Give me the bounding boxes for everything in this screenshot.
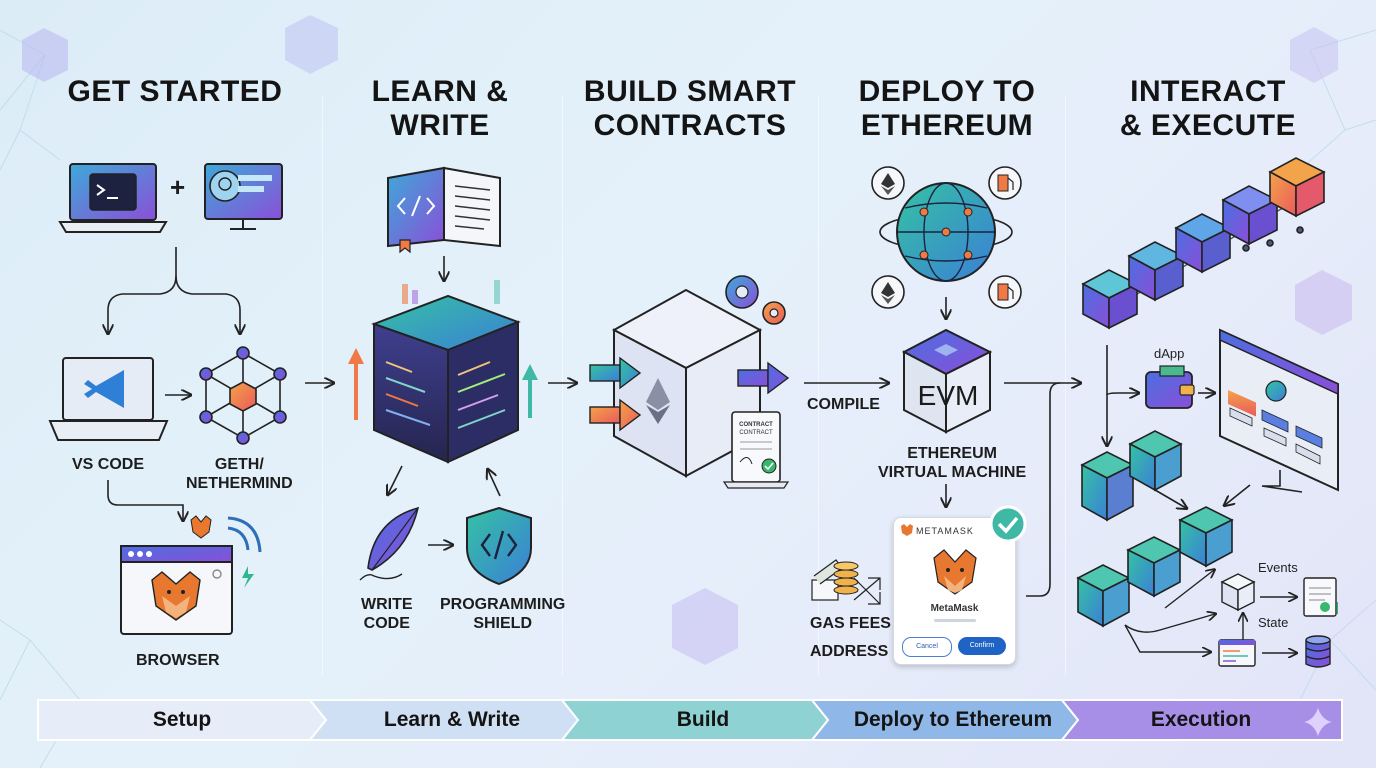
check-badge-icon (989, 505, 1027, 543)
title-learn-write-line1: LEARN & (371, 75, 509, 108)
eth-coin-top-left-icon (871, 166, 905, 200)
title-build-smart-contracts: BUILD SMART CONTRACTS (570, 75, 810, 143)
dapp-label: dApp (1154, 346, 1185, 361)
contract-doc-title: CONTRACT (739, 422, 773, 428)
evm-full-line1: ETHEREUM (907, 445, 997, 462)
shield-label-line2: SHIELD (473, 615, 532, 632)
timeline-deploy: Deploy to Ethereum (853, 708, 1053, 731)
dapp-monitor-icon (1219, 328, 1339, 493)
divider-2 (562, 95, 563, 675)
write-code-line2: CODE (363, 615, 410, 632)
title-learn-write-line2: WRITE (390, 109, 490, 142)
timeline-build: Build (676, 708, 730, 731)
lightning-icon (242, 566, 254, 588)
database-icon (1305, 635, 1331, 668)
title-get-started: GET STARTED (67, 75, 283, 108)
title-deploy-line2: ETHEREUM (860, 109, 1034, 142)
title-deploy-line1: DEPLOY TO (858, 75, 1036, 108)
events-document-icon (1303, 577, 1338, 617)
gas-fees-label: GAS FEES (810, 615, 891, 632)
metamask-header: METAMASK (916, 526, 974, 536)
evm-label: EVM (918, 380, 979, 411)
events-label: Events (1258, 560, 1298, 575)
sparkle-icon (1304, 708, 1332, 736)
blockchain-chain-top (1081, 157, 1326, 330)
metamask-divider (934, 619, 976, 622)
metamask-confirm-card: METAMASK MetaMask Cancel Confirm (893, 517, 1016, 665)
geth-nethermind-node-icon (199, 346, 287, 445)
gas-fees-coins-icon (811, 559, 859, 601)
metamask-name: MetaMask (930, 603, 979, 614)
geth-nethermind-label: GETH/ NETHERMIND (186, 455, 293, 493)
input-arrow-teal-icon (589, 356, 642, 390)
up-arrow-right-icon (522, 364, 538, 418)
timeline-bar (37, 699, 1343, 741)
title-deploy-to-ethereum: DEPLOY TO ETHEREUM (827, 75, 1067, 143)
vscode-laptop-icon (48, 357, 169, 441)
browser-metamask-icon (120, 545, 233, 635)
vs-code-label: VS CODE (72, 456, 145, 473)
divider-3 (818, 95, 819, 675)
browser-label: BROWSER (136, 652, 220, 669)
fuel-pump-top-right-icon (988, 166, 1022, 200)
output-arrow-purple-icon (737, 361, 790, 395)
evm-cube-icon (901, 328, 993, 434)
metamask-header-fox-icon (901, 524, 913, 536)
state-code-window-icon (1218, 639, 1256, 667)
eth-coin-bottom-left-icon (871, 275, 905, 309)
timeline-setup: Setup (152, 708, 212, 731)
geth-label-line1: GETH/ (214, 456, 264, 473)
compile-label: COMPILE (807, 396, 880, 413)
metamask-fox-icon (933, 549, 977, 595)
blockchain-chain-bottom (1076, 506, 1234, 628)
divider-1 (322, 95, 323, 675)
wireless-signal-icon (227, 516, 262, 553)
ethereum-globe-icon (879, 182, 1013, 282)
input-arrow-orange-icon (589, 398, 642, 432)
monitor-ai-head-icon (204, 163, 283, 230)
title-learn-write: LEARN & WRITE (320, 75, 560, 143)
contract-document-icon: CONTRACT CONTRACT (722, 411, 790, 489)
laptop-terminal-icon (58, 163, 168, 233)
evm-full-label: ETHEREUM VIRTUAL MACHINE (878, 444, 1026, 482)
metamask-cancel-button[interactable]: Cancel (902, 637, 952, 657)
title-interact-execute: INTERACT & EXECUTE (1088, 75, 1328, 143)
write-code-line1: WRITE (361, 596, 413, 613)
up-arrow-left-icon (348, 348, 364, 420)
plus-sign: + (170, 172, 186, 202)
shield-label-line1: PROGRAMMING (440, 596, 566, 613)
small-fox-icon (190, 515, 212, 539)
contract-doc-subtitle: CONTRACT (739, 430, 773, 436)
blockchain-chain-middle (1080, 430, 1183, 522)
title-interact-line2: & EXECUTE (1119, 109, 1297, 142)
address-label: ADDRESS (810, 643, 889, 660)
write-code-label: WRITE CODE (361, 595, 413, 633)
divider-4 (1065, 95, 1066, 675)
programming-shield-label: PROGRAMMING SHIELD (440, 595, 565, 633)
programming-shield-icon (466, 506, 532, 586)
open-book-code-icon (387, 166, 501, 254)
gears-icon (725, 275, 786, 325)
timeline-execution: Execution (1150, 708, 1252, 731)
quill-feather-icon (359, 506, 420, 581)
geth-label-line2: NETHERMIND (186, 475, 293, 492)
smart-contract-cube-icon (611, 288, 763, 478)
event-cube-icon (1220, 573, 1256, 612)
fuel-pump-bottom-right-icon (988, 275, 1022, 309)
metamask-confirm-button[interactable]: Confirm (958, 637, 1006, 655)
wallet-icon (1145, 365, 1195, 409)
title-build-line2: CONTRACTS (593, 109, 787, 142)
code-cube-icon (371, 280, 521, 464)
state-label: State (1258, 615, 1289, 630)
title-build-line1: BUILD SMART (583, 75, 797, 108)
title-interact-line1: INTERACT (1130, 75, 1286, 108)
timeline-learn-write: Learn & Write (383, 708, 521, 731)
evm-full-line2: VIRTUAL MACHINE (878, 464, 1027, 481)
